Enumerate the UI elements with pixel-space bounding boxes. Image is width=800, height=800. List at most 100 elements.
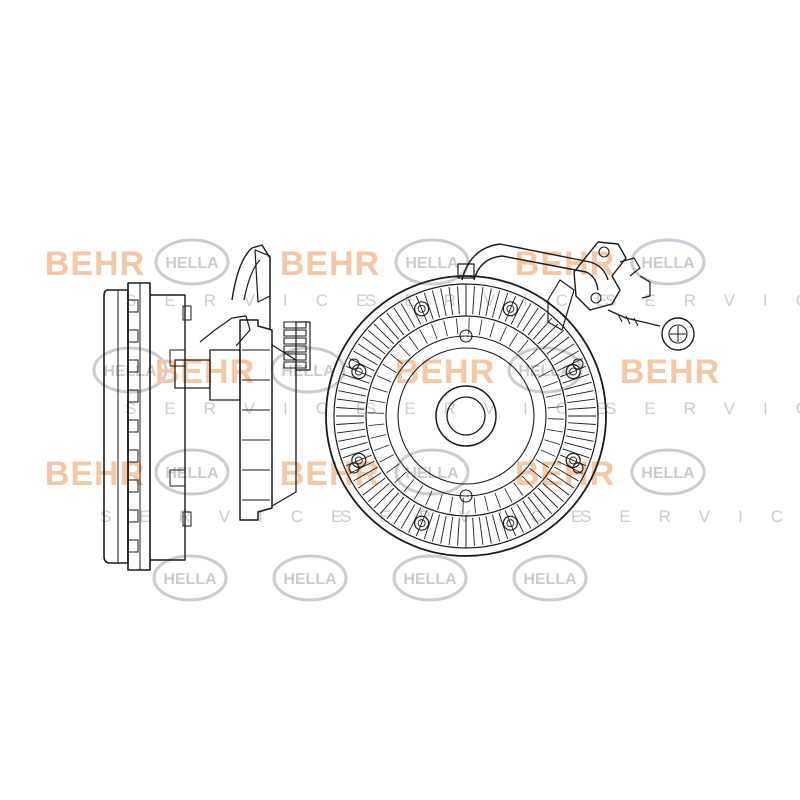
- fin-short-line: [431, 324, 438, 340]
- fin-short-line: [535, 458, 550, 469]
- front-view: [325, 275, 607, 557]
- bolt-center: [354, 367, 363, 376]
- sensor-wire: [607, 309, 661, 327]
- hella-logo-ring: [92, 346, 168, 394]
- bolt-head: [502, 515, 518, 531]
- behr-logo-text: BEHR: [155, 353, 255, 391]
- fin-short-line: [542, 381, 558, 388]
- fin-short-line: [372, 387, 388, 393]
- hella-logo-text: HELLA: [641, 465, 695, 482]
- fin-line: [550, 343, 575, 360]
- side-bolt: [572, 462, 584, 474]
- fin-line: [362, 336, 386, 355]
- fin-line: [400, 504, 416, 529]
- fin-line: [522, 307, 539, 332]
- side-view-middle: [174, 244, 311, 521]
- fin-short-line: [521, 475, 534, 488]
- fin-short-line: [473, 497, 477, 514]
- middle-gear-tooth: [283, 321, 307, 329]
- fin-short-line: [413, 485, 424, 500]
- left-boss-top: [169, 349, 186, 367]
- fin-line: [386, 496, 405, 520]
- fin-line: [542, 482, 565, 503]
- middle-motor-body: [209, 349, 241, 401]
- fin-line: [567, 407, 596, 410]
- middle-hub-taper: [271, 344, 297, 507]
- bracket-hole: [590, 292, 602, 304]
- fin-line: [522, 500, 539, 525]
- fin-line: [550, 472, 575, 489]
- left-fin-tab: [127, 509, 139, 523]
- fin-line: [485, 515, 492, 544]
- behr-logo-text: BEHR: [280, 245, 380, 283]
- plate-ring-inner: [397, 347, 535, 485]
- sensor-connector-inner: [668, 324, 688, 344]
- hella-logo-text: HELLA: [405, 255, 459, 272]
- left-fin-tab: [127, 359, 139, 373]
- fin-line: [567, 422, 596, 425]
- fin-short-line: [443, 320, 448, 337]
- middle-flange: [239, 319, 273, 521]
- fin-line: [373, 487, 395, 509]
- fin-line: [516, 504, 532, 529]
- left-fin-tab: [127, 389, 139, 403]
- fin-line: [567, 398, 595, 404]
- hella-logo: HELLA: [394, 448, 470, 496]
- fin-short-line: [389, 353, 403, 365]
- fin-line: [415, 295, 428, 322]
- middle-gear-tooth: [283, 345, 307, 353]
- bolt-head: [502, 301, 518, 317]
- fin-short-line: [376, 375, 392, 383]
- fin-line: [336, 407, 365, 410]
- cable-clamp: [457, 263, 475, 279]
- fin-line: [448, 287, 454, 315]
- fin-line: [415, 510, 428, 537]
- fin-short-line: [425, 490, 433, 506]
- fin-short-line: [368, 412, 385, 414]
- plate-bolt: [459, 329, 473, 343]
- left-boss-bottom: [169, 469, 186, 487]
- fin-short-line: [368, 423, 385, 427]
- behr-logo-text: BEHR: [620, 353, 720, 391]
- fin-short-line: [547, 405, 564, 409]
- fin-short-line: [478, 319, 483, 336]
- middle-gear-tooth: [283, 337, 307, 345]
- fin-line: [373, 323, 395, 345]
- fin-short-line: [532, 358, 546, 369]
- middle-bracket: [254, 249, 271, 303]
- bolt-center: [569, 367, 578, 376]
- middle-gear-tooth: [283, 353, 307, 361]
- left-fin-tab: [127, 329, 139, 343]
- left-fin-tab: [127, 539, 139, 553]
- service-text: SERVICE: [605, 399, 800, 418]
- hella-logo-ring: [630, 448, 706, 496]
- fin-short-line: [484, 495, 489, 512]
- hella-logo-ring: [630, 238, 706, 286]
- fin-short-line: [379, 454, 394, 463]
- bolt-center: [417, 519, 426, 528]
- fin-short-line: [529, 467, 543, 479]
- fin-short-line: [449, 496, 454, 513]
- fin-line: [546, 336, 570, 355]
- left-inner-plate: [150, 294, 186, 561]
- hella-logo-ring: [507, 346, 583, 394]
- middle-upper-pipe: [231, 244, 271, 330]
- side-view-left: [103, 282, 192, 571]
- sensor-arm: [547, 279, 575, 331]
- left-pin-top: [182, 305, 192, 321]
- fin-line: [478, 517, 484, 545]
- left-pin-bottom: [182, 511, 192, 527]
- hella-logo: HELLA: [272, 554, 348, 602]
- fin-line: [537, 487, 559, 509]
- hella-logo-text: HELLA: [518, 363, 572, 380]
- fin-line: [485, 288, 492, 317]
- fin-line: [527, 496, 546, 520]
- fin-short-line: [374, 444, 390, 451]
- fin-line: [564, 441, 592, 451]
- left-outer-rim: [103, 289, 129, 564]
- cooling-fins: [336, 286, 596, 546]
- hella-logo-text: HELLA: [283, 571, 337, 588]
- fin-short-line: [369, 399, 386, 404]
- fin-short-line: [489, 322, 495, 338]
